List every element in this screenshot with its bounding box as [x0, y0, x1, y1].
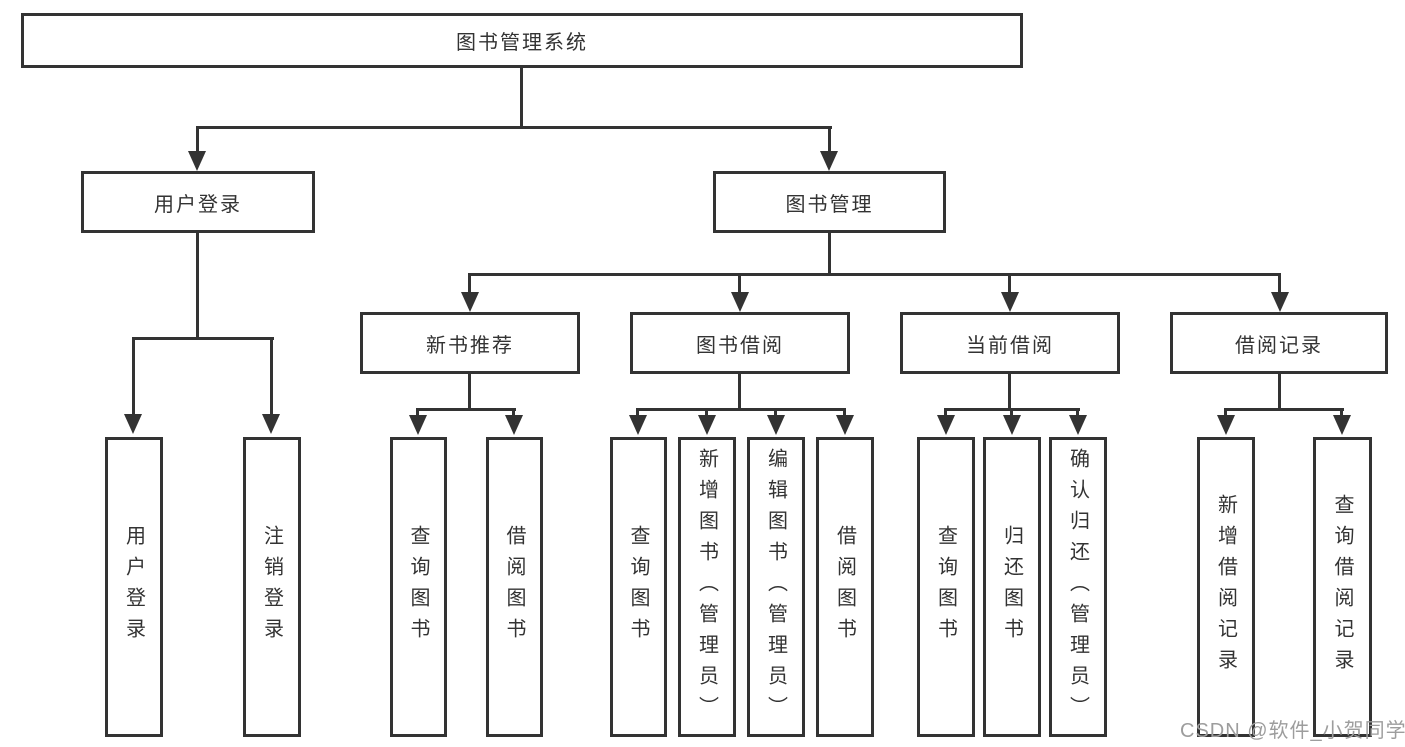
- connector-line-vertical: [1278, 273, 1281, 293]
- leaf-records-query-borrow-record: 查询借阅记录: [1313, 437, 1372, 737]
- arrow-down-icon: [1069, 415, 1087, 435]
- connector-line-vertical: [512, 408, 515, 416]
- arrow-down-icon: [629, 415, 647, 435]
- connector-line-vertical: [468, 273, 471, 293]
- connector-line-vertical: [774, 408, 777, 416]
- connector-line-vertical: [416, 408, 419, 416]
- arrow-down-icon: [461, 292, 479, 312]
- connector-line-horizontal: [196, 126, 832, 129]
- leaf-current-return-books: 归还图书: [983, 437, 1041, 737]
- leaf-current-query-books: 查询图书: [917, 437, 975, 737]
- leaf-borrow-borrow-books: 借阅图书: [816, 437, 874, 737]
- connector-line-horizontal: [468, 273, 1281, 276]
- leaf-newbook-query-books: 查询图书: [390, 437, 447, 737]
- node-user-login: 用户登录: [81, 171, 315, 233]
- arrow-down-icon: [188, 151, 206, 171]
- connector-line-vertical: [1008, 273, 1011, 293]
- arrow-down-icon: [937, 415, 955, 435]
- connector-line-vertical: [828, 233, 831, 273]
- connector-line-vertical: [1224, 408, 1227, 416]
- connector-line-vertical: [828, 126, 831, 152]
- leaf-newbook-borrow-books: 借阅图书: [486, 437, 543, 737]
- leaf-borrow-add-books-admin: 新增图书（管理员）: [678, 437, 736, 737]
- arrow-down-icon: [1333, 415, 1351, 435]
- connector-line-vertical: [1008, 374, 1011, 408]
- connector-line-vertical: [196, 233, 199, 337]
- arrow-down-icon: [1217, 415, 1235, 435]
- node-new-book-recommend: 新书推荐: [360, 312, 580, 374]
- connector-line-vertical: [468, 374, 471, 408]
- arrow-down-icon: [1271, 292, 1289, 312]
- connector-line-vertical: [132, 337, 135, 415]
- node-current-borrow: 当前借阅: [900, 312, 1120, 374]
- arrow-down-icon: [1001, 292, 1019, 312]
- connector-line-vertical: [520, 68, 523, 126]
- arrow-down-icon: [820, 151, 838, 171]
- connector-line-vertical: [1278, 374, 1281, 408]
- arrow-down-icon: [731, 292, 749, 312]
- connector-line-vertical: [705, 408, 708, 416]
- leaf-logout: 注销登录: [243, 437, 301, 737]
- arrow-down-icon: [505, 415, 523, 435]
- watermark: CSDN @软件_小贺同学: [1180, 720, 1405, 742]
- arrow-down-icon: [409, 415, 427, 435]
- arrow-down-icon: [767, 415, 785, 435]
- connector-line-vertical: [1340, 408, 1343, 416]
- node-book-borrow: 图书借阅: [630, 312, 850, 374]
- leaf-borrow-query-books: 查询图书: [610, 437, 667, 737]
- connector-line-vertical: [738, 374, 741, 408]
- connector-line-vertical: [270, 337, 273, 415]
- node-root: 图书管理系统: [21, 13, 1023, 68]
- leaf-records-add-borrow-record: 新增借阅记录: [1197, 437, 1255, 737]
- leaf-borrow-edit-books-admin: 编辑图书（管理员）: [747, 437, 805, 737]
- connector-line-horizontal: [1224, 408, 1344, 411]
- connector-line-horizontal: [636, 408, 846, 411]
- connector-line-vertical: [636, 408, 639, 416]
- arrow-down-icon: [262, 414, 280, 434]
- connector-line-vertical: [1076, 408, 1079, 416]
- connector-line-horizontal: [132, 337, 274, 340]
- node-borrow-records: 借阅记录: [1170, 312, 1388, 374]
- connector-line-horizontal: [416, 408, 516, 411]
- leaf-user-login: 用户登录: [105, 437, 163, 737]
- connector-line-vertical: [1010, 408, 1013, 416]
- arrow-down-icon: [1003, 415, 1021, 435]
- arrow-down-icon: [698, 415, 716, 435]
- arrow-down-icon: [836, 415, 854, 435]
- connector-line-vertical: [843, 408, 846, 416]
- connector-line-vertical: [738, 273, 741, 293]
- leaf-current-confirm-return-admin: 确认归还（管理员）: [1049, 437, 1107, 737]
- connector-line-vertical: [196, 126, 199, 152]
- connector-line-vertical: [944, 408, 947, 416]
- node-book-management: 图书管理: [713, 171, 946, 233]
- arrow-down-icon: [124, 414, 142, 434]
